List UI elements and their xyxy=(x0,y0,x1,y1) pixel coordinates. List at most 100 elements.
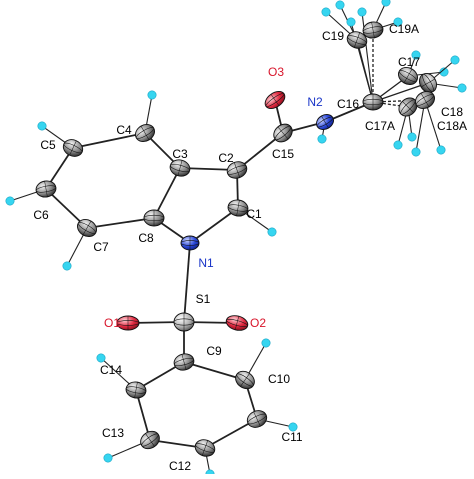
bond-c18a-h22 xyxy=(424,99,442,151)
atom-c7 xyxy=(77,219,97,237)
atom-o2 xyxy=(225,315,249,331)
bond-c9-c10 xyxy=(183,361,246,381)
hydrogen-atom xyxy=(5,196,15,206)
atom-c14 xyxy=(125,381,147,399)
atom-principal-axis xyxy=(253,411,261,427)
atom-principal-axis xyxy=(202,440,208,456)
atom-principal-axis xyxy=(145,433,155,447)
atom-label-o3: O3 xyxy=(268,65,284,79)
atom-c19 xyxy=(346,31,368,49)
hydrogen-atom xyxy=(381,0,391,7)
atom-principal-axis xyxy=(270,94,280,106)
hydrogen-atom xyxy=(96,353,106,363)
atom-label-n2: N2 xyxy=(307,95,323,109)
hydrogen-atom xyxy=(411,147,421,157)
atoms-layer xyxy=(35,21,437,457)
atom-label-c18a: C18A xyxy=(437,119,467,133)
atom-c18 xyxy=(419,73,437,93)
atom-principal-axis xyxy=(402,101,414,113)
atom-c15 xyxy=(273,123,293,143)
hydrogen-atom xyxy=(288,422,298,432)
hydrogen-atom xyxy=(393,17,403,27)
hydrogen-atom xyxy=(346,17,356,27)
atom-principal-axis xyxy=(420,78,436,88)
atom-c1 xyxy=(227,199,249,217)
bond-c16-c18a xyxy=(372,99,426,103)
bond-c4-c5 xyxy=(72,132,146,149)
atom-label-c10: C10 xyxy=(268,372,290,386)
labels-layer: C1C2C3C4C5C6C7C8C9C10C11C12C13C14C15C16C… xyxy=(33,22,467,473)
hydrogen-atom xyxy=(62,261,72,271)
hydrogen-atom xyxy=(436,145,446,155)
atom-c2 xyxy=(226,161,248,179)
atom-c4 xyxy=(135,124,155,142)
atom-label-c12: C12 xyxy=(169,459,191,473)
atom-label-c17: C17 xyxy=(398,55,420,69)
atom-label-c18: C18 xyxy=(441,105,463,119)
atom-s1 xyxy=(173,312,195,332)
atom-c18a xyxy=(415,91,435,109)
atom-label-s1: S1 xyxy=(196,292,211,306)
atom-c5 xyxy=(62,139,84,157)
atom-label-c1: C1 xyxy=(246,207,262,221)
atom-principal-axis xyxy=(69,140,77,156)
hydrogen-atom xyxy=(407,132,417,142)
atom-c10 xyxy=(235,370,255,390)
atom-c9 xyxy=(173,353,195,371)
hydrogen-atom xyxy=(261,338,271,348)
hydrogen-atom xyxy=(317,134,327,144)
atom-principal-axis xyxy=(420,92,430,108)
hydrogen-bonds-layer xyxy=(5,0,467,479)
hydrogen-atom xyxy=(321,7,331,17)
atom-c12 xyxy=(194,439,216,457)
atom-principal-axis xyxy=(403,68,413,84)
atom-principal-axis xyxy=(181,354,187,370)
atom-c6 xyxy=(35,180,57,198)
hydrogen-atom xyxy=(205,469,215,479)
atom-label-c17a: C17A xyxy=(365,119,395,133)
atom-o3 xyxy=(264,91,286,109)
atom-principal-axis xyxy=(371,22,375,38)
atom-principal-axis xyxy=(354,32,360,48)
atom-principal-axis xyxy=(82,220,92,236)
atom-label-c7: C7 xyxy=(93,240,109,254)
atom-label-c3: C3 xyxy=(172,147,188,161)
hydrogen-atom xyxy=(439,67,449,77)
hydrogen-atom xyxy=(37,121,47,131)
bond-n1-s1 xyxy=(183,242,191,323)
hydrogen-atom xyxy=(103,453,113,463)
hydrogen-atom xyxy=(357,7,367,17)
atom-principal-axis xyxy=(234,162,240,178)
atom-label-c2: C2 xyxy=(218,151,234,165)
atom-label-n1: N1 xyxy=(198,256,214,270)
atom-principal-axis xyxy=(134,382,138,398)
atom-label-c4: C4 xyxy=(116,123,132,137)
atom-label-c11: C11 xyxy=(281,430,302,444)
hydrogen-atom xyxy=(267,227,277,237)
atom-c17 xyxy=(398,67,418,85)
atom-label-c5: C5 xyxy=(40,138,56,152)
atom-principal-axis xyxy=(44,181,48,197)
atom-n1 xyxy=(180,235,200,251)
atom-c19a xyxy=(362,21,384,39)
hydrogen-atom xyxy=(393,140,403,150)
atom-principal-axis xyxy=(277,126,289,140)
atom-label-c15: C15 xyxy=(272,147,294,161)
atom-label-o1: O1 xyxy=(104,316,120,330)
atom-principal-axis xyxy=(236,200,240,216)
atom-principal-axis xyxy=(234,316,240,330)
bond-c3-c8 xyxy=(153,167,181,219)
atom-principal-axis xyxy=(177,160,183,176)
atom-c3 xyxy=(169,159,191,177)
atom-label-c9: C9 xyxy=(206,344,222,358)
atom-principal-axis xyxy=(240,373,250,387)
atom-c16 xyxy=(362,93,384,111)
atom-label-c6: C6 xyxy=(33,208,49,222)
atom-principal-axis xyxy=(140,125,150,141)
hydrogen-atom xyxy=(411,50,421,60)
atom-n2 xyxy=(316,114,334,130)
hydrogen-atom xyxy=(335,0,345,10)
atom-label-c19a: C19A xyxy=(389,22,419,36)
